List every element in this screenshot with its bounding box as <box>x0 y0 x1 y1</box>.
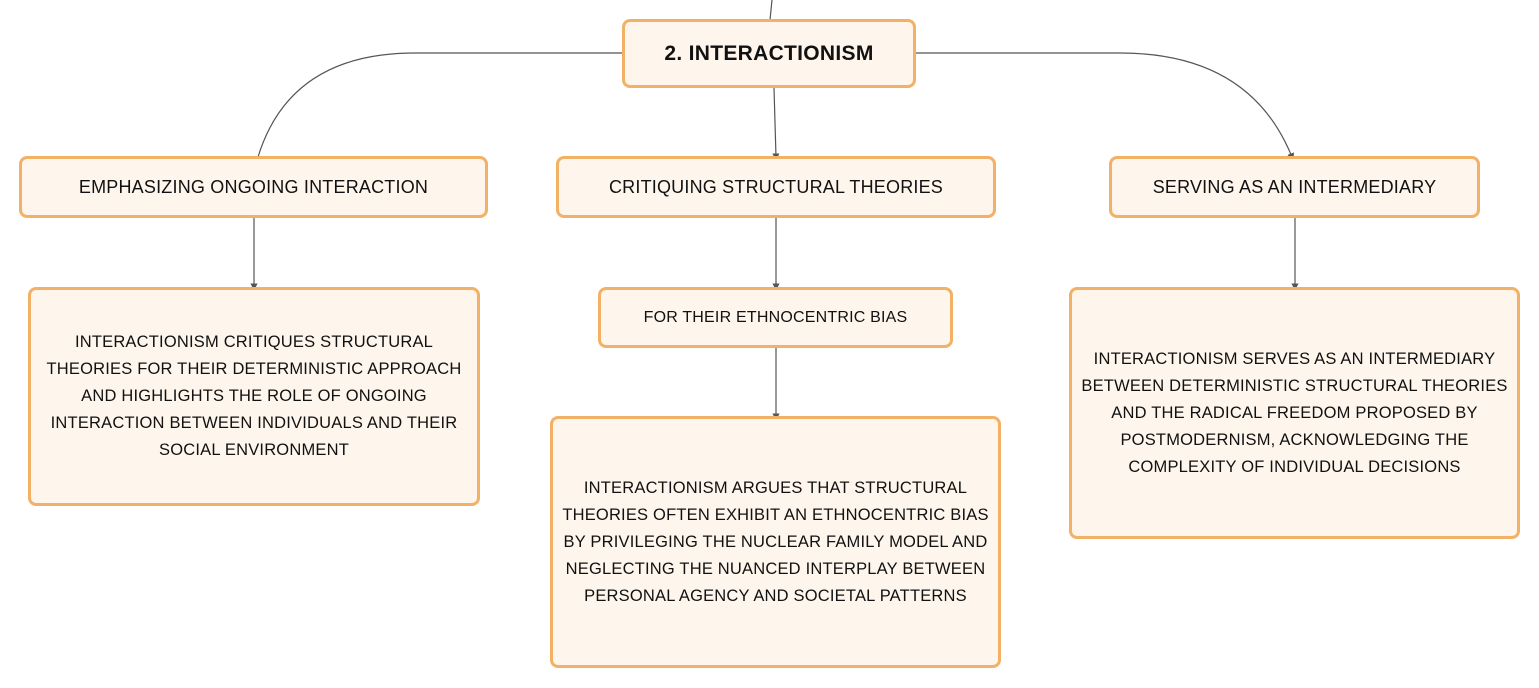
link-root-to-branch-1 <box>257 52 622 158</box>
branch-label: CRITIQUING STRUCTURAL THEORIES <box>608 176 944 197</box>
branch-label: SERVING AS AN INTERMEDIARY <box>1152 176 1437 197</box>
link-parent-to-root <box>769 0 773 21</box>
sub-label: FOR THEIR ETHNOCENTRIC BIAS <box>643 308 908 326</box>
root-node[interactable]: 2. INTERACTIONISM <box>622 19 916 88</box>
root-label: 2. INTERACTIONISM <box>664 41 874 65</box>
detail-text: INTERACTIONISM ARGUES THAT STRUCTURAL TH… <box>562 478 989 605</box>
branch-node-intermediary[interactable]: SERVING AS AN INTERMEDIARY <box>1109 156 1480 218</box>
branch-node-emphasizing[interactable]: EMPHASIZING ONGOING INTERACTION <box>19 156 488 218</box>
branch-label: EMPHASIZING ONGOING INTERACTION <box>78 176 429 197</box>
detail-node-intermediary[interactable]: INTERACTIONISM SERVES AS AN INTERMEDIARY… <box>1069 287 1520 539</box>
link-root-to-branch-2 <box>772 87 780 161</box>
detail-text: INTERACTIONISM CRITIQUES STRUCTURAL THEO… <box>46 333 462 459</box>
detail-node-critiquing[interactable]: INTERACTIONISM ARGUES THAT STRUCTURAL TH… <box>550 416 1001 668</box>
detail-text: INTERACTIONISM SERVES AS AN INTERMEDIARY… <box>1081 349 1508 476</box>
sub-node-ethnocentric-bias[interactable]: FOR THEIR ETHNOCENTRIC BIAS <box>598 287 953 348</box>
branch-node-critiquing[interactable]: CRITIQUING STRUCTURAL THEORIES <box>556 156 996 218</box>
detail-node-emphasizing[interactable]: INTERACTIONISM CRITIQUES STRUCTURAL THEO… <box>28 287 480 506</box>
link-root-to-branch-3 <box>916 52 1294 161</box>
